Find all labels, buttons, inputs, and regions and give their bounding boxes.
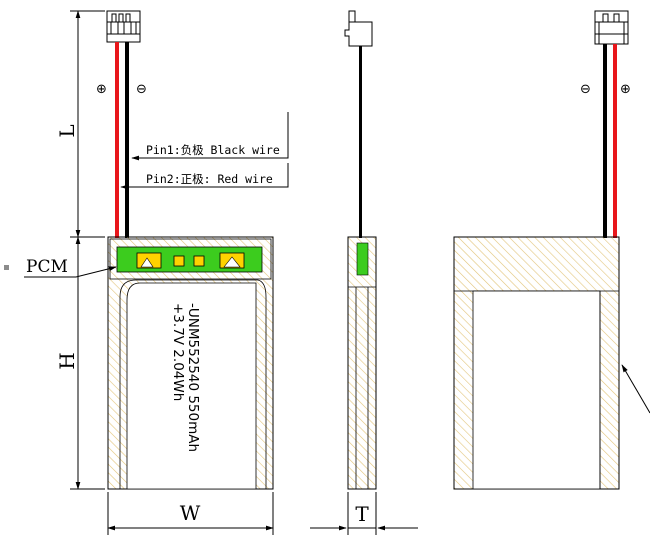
dimension-h xyxy=(70,236,105,490)
pcm-label: PCM xyxy=(26,257,68,277)
pin2-label: Pin2:正极: Red wire xyxy=(146,172,273,186)
back-black-wire xyxy=(603,44,607,238)
back-view: ⊖ ⊕ xyxy=(453,10,650,490)
pcm-pad-mid2 xyxy=(193,255,205,267)
pcm-pad-mid1 xyxy=(173,255,185,267)
dimension-h-label: H xyxy=(55,352,79,369)
cell-model-text: -UNM552540 550mAh xyxy=(185,303,201,452)
red-wire xyxy=(115,42,119,238)
dimension-t xyxy=(310,492,418,535)
list-marker xyxy=(4,265,9,270)
negative-symbol: ⊖ xyxy=(136,82,147,97)
back-leader xyxy=(621,364,650,414)
dimension-w-label: W xyxy=(180,501,201,525)
pin1-label: Pin1:负极 Black wire xyxy=(146,143,280,157)
dimension-l-label: L xyxy=(55,124,79,137)
back-negative-symbol: ⊖ xyxy=(580,82,591,97)
black-wire xyxy=(125,42,129,238)
back-red-wire xyxy=(613,44,617,238)
side-wire xyxy=(359,46,362,238)
dimension-t-label: T xyxy=(355,502,369,526)
dimension-l xyxy=(70,10,105,238)
cell-spec-text: +3.7V 2.04Wh xyxy=(170,303,186,401)
connector-side xyxy=(344,10,373,47)
connector-front xyxy=(106,10,141,43)
back-positive-symbol: ⊕ xyxy=(620,82,631,97)
side-view: T xyxy=(310,10,418,535)
front-view: ⊕ ⊖ -UNM552540 550mAh +3.7V 2.04Wh PCM P… xyxy=(24,10,289,535)
positive-symbol: ⊕ xyxy=(96,82,107,97)
dimension-w xyxy=(107,492,274,535)
side-body xyxy=(347,236,377,490)
side-pcm xyxy=(356,242,369,276)
connector-back xyxy=(594,10,629,45)
